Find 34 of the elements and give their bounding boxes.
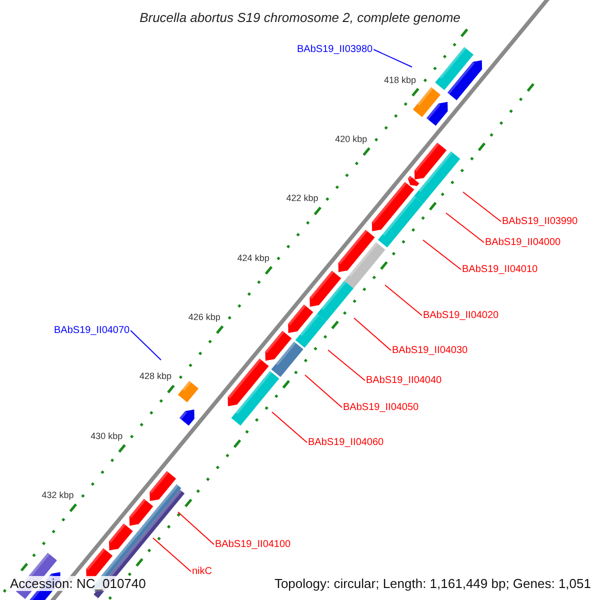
scale-label: 420 kbp: [335, 134, 368, 144]
leader-line: [130, 330, 162, 360]
leader-line: [422, 240, 462, 270]
gene-label: BAbS19_II04010: [462, 263, 538, 276]
scale-label: 432 kbp: [42, 490, 74, 500]
gene-label: BAbS19_II04040: [366, 374, 442, 387]
gene-label: BAbS19_II04070: [54, 324, 130, 337]
leader-line: [328, 350, 366, 381]
scale-label: 428 kbp: [140, 371, 172, 382]
scale-label: 430 kbp: [90, 430, 123, 441]
scale-label: 424 kbp: [237, 252, 270, 263]
leader-line: [384, 284, 422, 316]
gene-label: BAbS19_II03990: [502, 215, 578, 228]
scale-label: 418 kbp: [384, 74, 416, 84]
leader-line: [178, 512, 214, 545]
gene-label: nikC: [192, 565, 212, 578]
scale-label: 422 kbp: [286, 193, 318, 204]
leader-line: [304, 374, 342, 408]
leader-line: [373, 49, 412, 68]
leader-line: [462, 192, 502, 222]
gene-label: BAbS19_II04000: [485, 236, 561, 249]
gene-label: BAbS19_II04100: [215, 538, 291, 551]
leader-line: [152, 538, 192, 572]
footer-text: Topology: circular; Length: 1,161,449 bp; Genes: 1,051: [274, 576, 591, 591]
gene-label: BAbS19_II04030: [392, 344, 468, 357]
gene-label: BAbS19_II04050: [343, 401, 419, 414]
gene-label: BAbS19_II03980: [297, 43, 373, 56]
scale-label: 426 kbp: [188, 312, 220, 322]
gene-label: BAbS19_II04020: [423, 309, 499, 322]
leader-line: [272, 412, 308, 443]
leader-line: [446, 212, 484, 243]
gene-label: BAbS19_II04060: [308, 436, 384, 449]
title: Brucella abortus S19 chromosome 2, complete genome: [140, 10, 460, 25]
leader-line: [354, 318, 392, 351]
